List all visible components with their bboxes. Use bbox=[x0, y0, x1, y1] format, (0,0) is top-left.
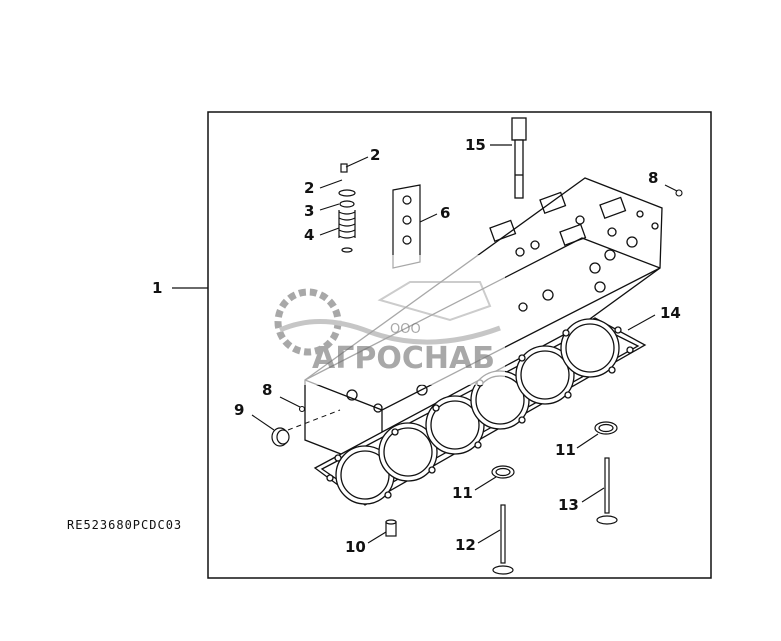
callout-4: 4 bbox=[304, 226, 314, 244]
callout-9: 9 bbox=[234, 401, 244, 419]
watermark-brand-text: АГРОСНАБ bbox=[312, 341, 495, 376]
leader-9 bbox=[251, 414, 275, 431]
leader-10 bbox=[367, 531, 387, 544]
leader-11a bbox=[576, 433, 599, 449]
leader-6 bbox=[419, 213, 438, 223]
valve-insert-right bbox=[594, 421, 618, 435]
dowel-pin bbox=[385, 519, 397, 537]
head-gasket bbox=[313, 317, 647, 506]
head-bolt bbox=[511, 117, 527, 199]
leader-2a bbox=[345, 156, 369, 168]
callout-2-keeper: 2 bbox=[370, 146, 380, 164]
leader-2b bbox=[319, 179, 343, 189]
watermark: ООО АГРОСНАБ bbox=[265, 255, 505, 385]
callout-2-lower: 2 bbox=[304, 179, 314, 197]
reference-code: RE523680PCDC03 bbox=[67, 518, 183, 532]
leader-3 bbox=[319, 203, 340, 211]
leader-13 bbox=[581, 487, 605, 503]
leader-4 bbox=[319, 227, 340, 236]
diagram-frame bbox=[207, 111, 712, 579]
callout-3: 3 bbox=[304, 202, 314, 220]
intake-valve bbox=[492, 504, 514, 575]
callout-1: 1 bbox=[152, 279, 162, 297]
callout-11-right: 11 bbox=[555, 441, 576, 459]
callout-8-lower: 8 bbox=[262, 381, 272, 399]
callout-13: 13 bbox=[558, 496, 579, 514]
callout-10: 10 bbox=[345, 538, 366, 556]
plug-upper bbox=[675, 189, 683, 197]
callout-11-left: 11 bbox=[452, 484, 473, 502]
exhaust-valve bbox=[596, 457, 618, 525]
leader-8a bbox=[664, 184, 678, 192]
leader-11b bbox=[474, 476, 497, 491]
leader-14 bbox=[627, 314, 656, 331]
leader-8b bbox=[279, 396, 301, 408]
dash-9 bbox=[287, 409, 341, 431]
expansion-cap bbox=[271, 427, 290, 447]
leader-12 bbox=[477, 529, 501, 544]
callout-12: 12 bbox=[455, 536, 476, 554]
callout-6: 6 bbox=[440, 204, 450, 222]
plug-lower bbox=[298, 405, 306, 413]
callout-14: 14 bbox=[660, 304, 681, 322]
callout-8-upper: 8 bbox=[648, 169, 658, 187]
callout-15: 15 bbox=[465, 136, 486, 154]
watermark-small-text: ООО bbox=[390, 322, 421, 337]
valve-insert-left bbox=[491, 465, 515, 479]
valve-spring-stack bbox=[338, 163, 356, 253]
